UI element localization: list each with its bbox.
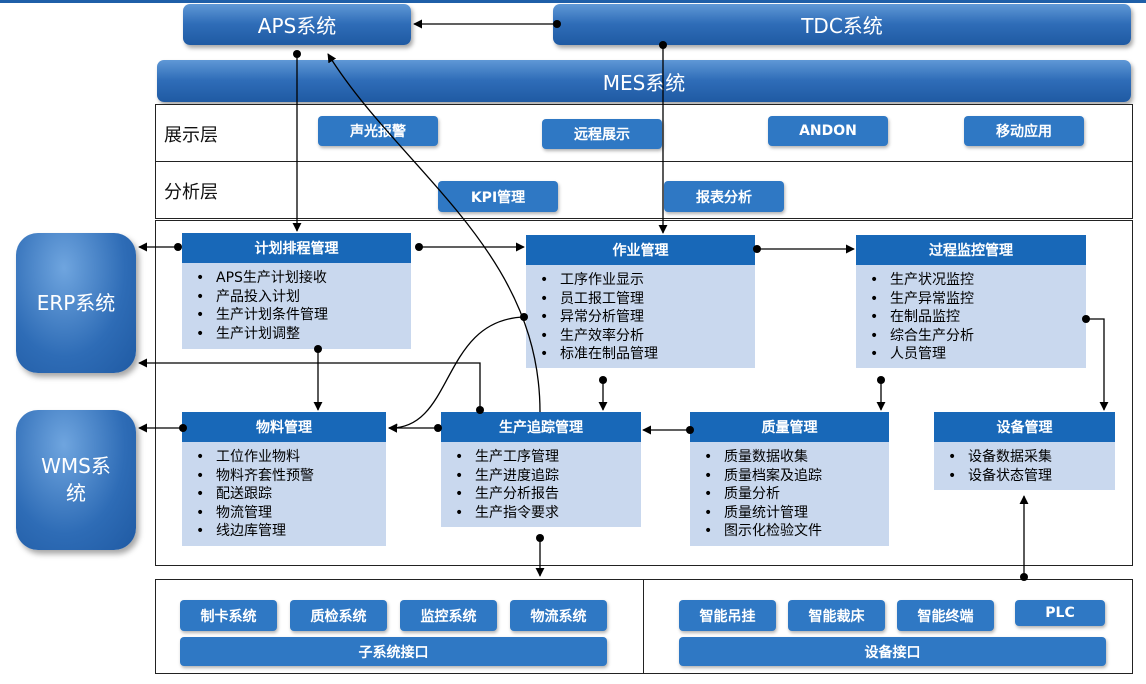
dot (434, 424, 442, 432)
analysis-layer-frame (155, 161, 1133, 219)
kpi-management-button[interactable]: KPI管理 (438, 181, 558, 212)
dot (753, 245, 761, 253)
module-item: 生产进度追踪 (455, 467, 641, 486)
tdc-system[interactable]: TDC系统 (553, 4, 1131, 45)
remote-display-button[interactable]: 远程展示 (542, 119, 662, 149)
operation-title: 作业管理 (526, 235, 755, 265)
module-item: 在制品监控 (870, 308, 1086, 327)
erp-system[interactable]: ERP系统 (16, 233, 136, 373)
module-item: 生产计划条件管理 (196, 306, 411, 325)
dot (686, 426, 694, 434)
equipment-title: 设备管理 (934, 412, 1115, 442)
process-monitor-title: 过程监控管理 (856, 235, 1086, 265)
wms-system[interactable]: WMS系 统 (16, 410, 136, 550)
andon-button[interactable]: ANDON (768, 116, 888, 146)
dot (314, 345, 322, 353)
dot (415, 243, 423, 251)
device-interface-bar[interactable]: 设备接口 (679, 637, 1106, 666)
module-item: 物流管理 (196, 504, 386, 523)
material-title: 物料管理 (182, 412, 386, 442)
quality-check-system-button[interactable]: 质检系统 (290, 600, 387, 631)
module-item: 工序作业显示 (540, 271, 755, 290)
mes-system[interactable]: MES系统 (157, 60, 1131, 102)
operation-module[interactable]: 作业管理 工序作业显示 员工报工管理 异常分析管理 生产效率分析 标准在制品管理 (526, 235, 755, 368)
module-item: APS生产计划接收 (196, 269, 411, 288)
dot (599, 376, 607, 384)
smart-cutter-button[interactable]: 智能裁床 (788, 600, 885, 631)
module-item: 质量统计管理 (704, 504, 889, 523)
module-item: 生产状况监控 (870, 271, 1086, 290)
quality-title: 质量管理 (690, 412, 889, 442)
analysis-layer-label: 分析层 (164, 182, 218, 203)
monitoring-system-button[interactable]: 监控系统 (400, 600, 497, 631)
production-trace-title: 生产追踪管理 (441, 412, 641, 442)
module-item: 质量档案及追踪 (704, 467, 889, 486)
dot (174, 243, 182, 251)
process-monitor-module[interactable]: 过程监控管理 生产状况监控 生产异常监控 在制品监控 综合生产分析 人员管理 (856, 235, 1086, 368)
module-item: 人员管理 (870, 345, 1086, 364)
quality-module[interactable]: 质量管理 质量数据收集 质量档案及追踪 质量分析 质量统计管理 图示化检验文件 (690, 412, 889, 546)
report-analysis-button[interactable]: 报表分析 (664, 181, 784, 212)
logistics-system-button[interactable]: 物流系统 (510, 600, 607, 631)
card-system-button[interactable]: 制卡系统 (180, 600, 277, 631)
module-item: 员工报工管理 (540, 290, 755, 309)
trace-to-aps-curve (327, 53, 541, 413)
dot (1082, 315, 1090, 323)
display-layer-label: 展示层 (164, 125, 218, 146)
plan-scheduling-title: 计划排程管理 (182, 233, 411, 263)
module-item: 产品投入计划 (196, 288, 411, 307)
subsystem-interface-bar[interactable]: 子系统接口 (180, 637, 607, 666)
material-module[interactable]: 物料管理 工位作业物料 物料齐套性预警 配送跟踪 物流管理 线边库管理 (182, 412, 386, 546)
equipment-module[interactable]: 设备管理 设备数据采集 设备状态管理 (934, 412, 1115, 490)
module-item: 质量数据收集 (704, 448, 889, 467)
dot (520, 313, 528, 321)
dot (553, 20, 561, 28)
module-item: 生产异常监控 (870, 290, 1086, 309)
dot (659, 41, 667, 49)
module-item: 生产指令要求 (455, 504, 641, 523)
mobile-app-button[interactable]: 移动应用 (964, 116, 1084, 146)
module-item: 综合生产分析 (870, 327, 1086, 346)
module-item: 工位作业物料 (196, 448, 386, 467)
smart-terminal-button[interactable]: 智能终端 (897, 600, 994, 631)
module-item: 生产分析报告 (455, 485, 641, 504)
module-item: 生产计划调整 (196, 325, 411, 344)
module-item: 线边库管理 (196, 522, 386, 541)
aps-system[interactable]: APS系统 (183, 4, 411, 45)
module-item: 图示化检验文件 (704, 522, 889, 541)
module-item: 物料齐套性预警 (196, 467, 386, 486)
dot (476, 406, 484, 414)
trace-to-erp-arrow (138, 358, 481, 412)
monitor-to-equipment-arrow (1086, 318, 1109, 411)
dot (877, 376, 885, 384)
module-item: 设备状态管理 (948, 467, 1115, 486)
plc-button[interactable]: PLC (1015, 600, 1105, 626)
module-item: 生产效率分析 (540, 327, 755, 346)
module-item: 生产工序管理 (455, 448, 641, 467)
module-item: 配送跟踪 (196, 485, 386, 504)
module-item: 标准在制品管理 (540, 345, 755, 364)
module-item: 质量分析 (704, 485, 889, 504)
module-item: 设备数据采集 (948, 448, 1115, 467)
top-accent-line (0, 0, 1146, 3)
smart-hanger-button[interactable]: 智能吊挂 (679, 600, 776, 631)
dot (179, 424, 187, 432)
production-trace-module[interactable]: 生产追踪管理 生产工序管理 生产进度追踪 生产分析报告 生产指令要求 (441, 412, 641, 527)
dot (293, 50, 301, 58)
plan-scheduling-module[interactable]: 计划排程管理 APS生产计划接收 产品投入计划 生产计划条件管理 生产计划调整 (182, 233, 411, 349)
module-item: 异常分析管理 (540, 308, 755, 327)
dot (1020, 573, 1028, 581)
dot (536, 534, 544, 542)
operation-to-material-curve (388, 316, 525, 433)
wms-system-label: WMS系 统 (41, 454, 111, 505)
